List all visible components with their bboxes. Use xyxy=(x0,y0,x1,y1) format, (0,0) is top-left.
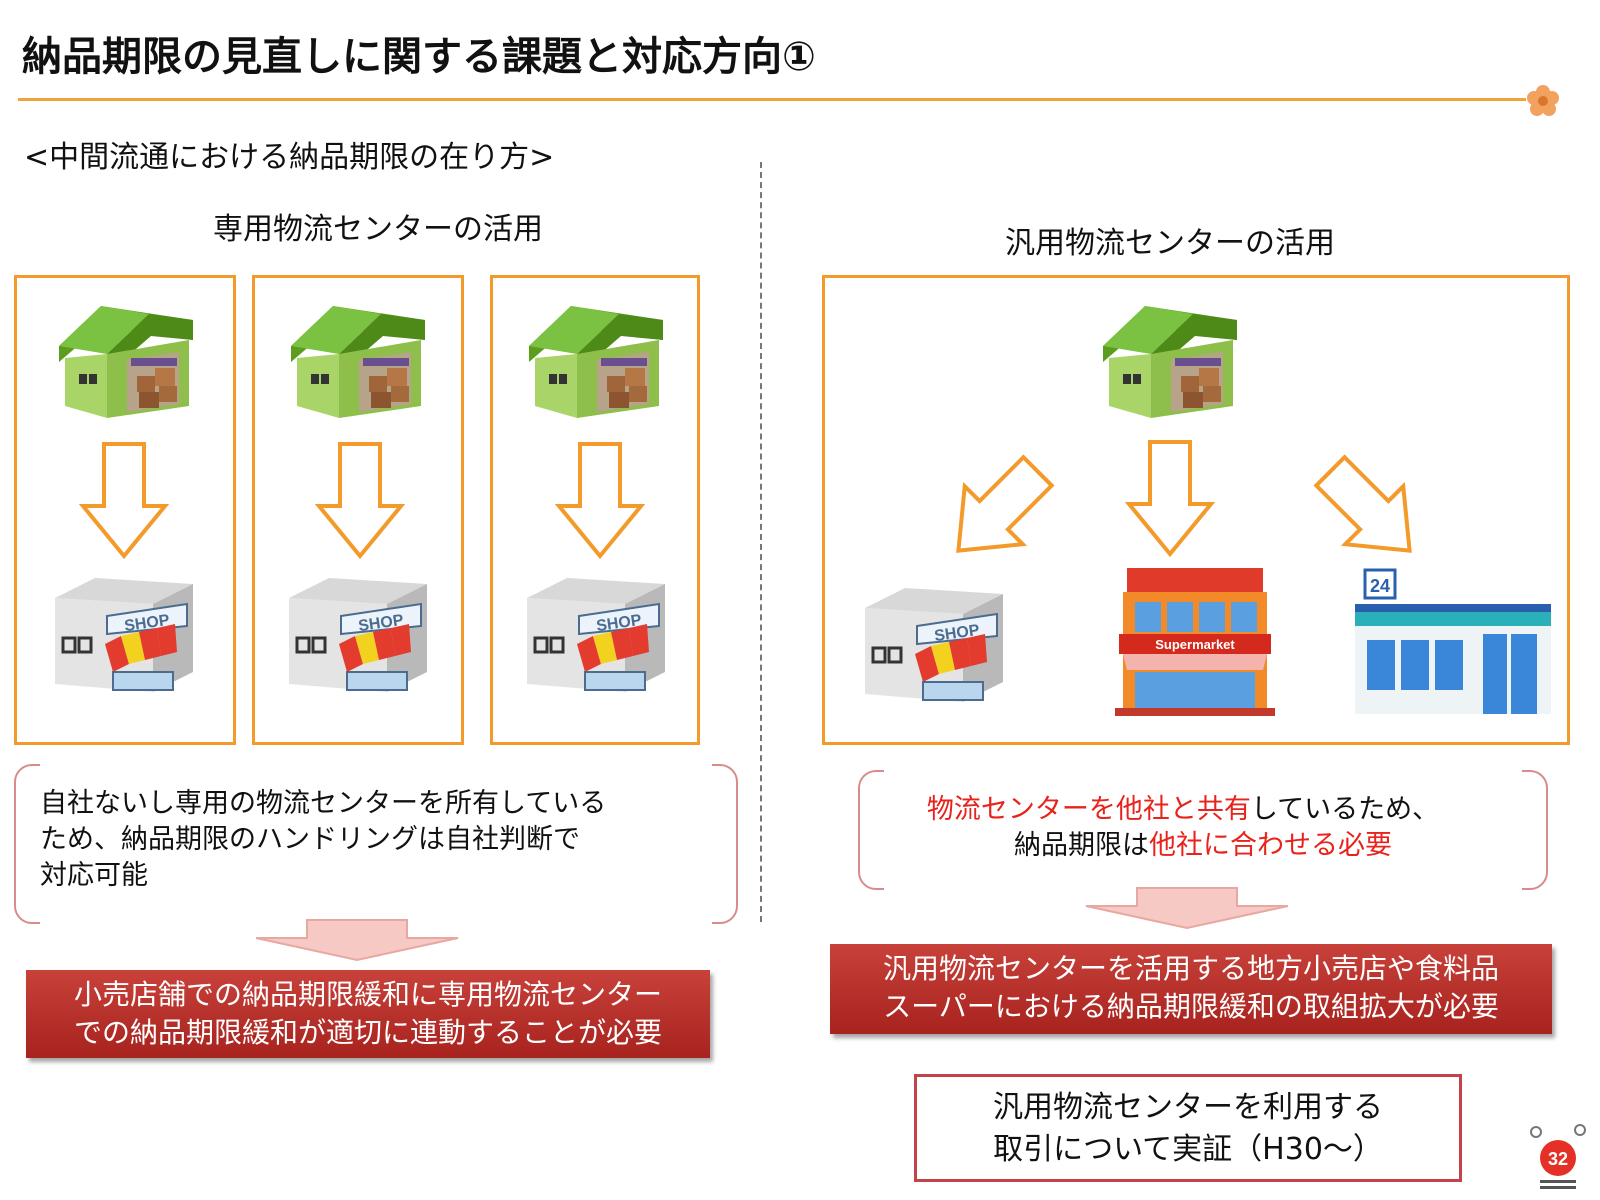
section-divider xyxy=(760,162,762,922)
page-number: 32 xyxy=(1548,1149,1568,1169)
left-note-line-2: ため、納品期限のハンドリングは自社判断で xyxy=(40,824,580,855)
warehouse-icon xyxy=(1095,296,1245,426)
shop-sign: SHOP xyxy=(933,622,981,645)
page-title: 納品期限の見直しに関する課題と対応方向① xyxy=(22,34,816,80)
down-arrow-icon xyxy=(1082,886,1292,930)
right-note-line-2: 納品期限は他社に合わせる必要 xyxy=(858,828,1548,864)
right-conclusion: 汎用物流センターを活用する地方小売店や食料品 スーパーにおける納品期限緩和の取組… xyxy=(830,944,1552,1034)
right-note-line-1: 物流センターを他社と共有しているため、 xyxy=(858,792,1548,828)
right-note-highlight-1: 物流センターを他社と共有 xyxy=(926,794,1251,825)
shop-icon: SHOP xyxy=(857,578,1007,708)
left-conclusion-line-1: 小売店舗での納品期限緩和に専用物流センター xyxy=(73,978,662,1011)
down-arrow-icon xyxy=(252,918,462,962)
arrow-down-icon xyxy=(1125,438,1215,558)
demonstration-line-1: 汎用物流センターを利用する xyxy=(993,1090,1383,1125)
flower-icon xyxy=(1527,85,1559,116)
supermarket-sign: Supermarket xyxy=(1155,637,1235,652)
warehouse-icon xyxy=(521,296,671,426)
left-heading: 専用物流センターの活用 xyxy=(213,212,543,247)
convenience-store-icon: 24 xyxy=(1355,568,1551,714)
right-conclusion-line-2: スーパーにおける納品期限緩和の取組拡大が必要 xyxy=(883,990,1499,1023)
dedicated-channel-1: SHOP xyxy=(14,275,236,745)
warehouse-icon xyxy=(51,296,201,426)
right-note-highlight-2: 他社に合わせる必要 xyxy=(1149,830,1392,861)
right-heading: 汎用物流センターの活用 xyxy=(1005,226,1335,261)
arrow-down-icon xyxy=(79,440,169,560)
left-note-line-3: 対応可能 xyxy=(40,860,148,891)
right-note-text-2: 納品期限は xyxy=(1014,830,1149,861)
shop-icon: SHOP xyxy=(281,568,431,698)
title-rule xyxy=(18,98,1526,101)
dedicated-channel-2: SHOP xyxy=(252,275,464,745)
convenience-sign: 24 xyxy=(1370,576,1390,596)
section-subtitle: <中間流通における納品期限の在り方> xyxy=(24,140,555,175)
demonstration-box: 汎用物流センターを利用する 取引について実証（H30～） xyxy=(914,1074,1462,1182)
shop-icon: SHOP xyxy=(519,568,669,698)
dedicated-channel-3: SHOP xyxy=(490,275,700,745)
shop-sign: SHOP xyxy=(123,612,171,635)
shop-icon: SHOP xyxy=(47,568,197,698)
supermarket-icon: Supermarket xyxy=(1115,568,1275,716)
arrow-down-right-icon xyxy=(1313,454,1412,553)
shared-center-box: SHOP Supermarket 24 xyxy=(822,275,1570,745)
arrow-down-icon xyxy=(315,440,405,560)
arrow-down-left-icon xyxy=(956,454,1055,553)
left-conclusion: 小売店舗での納品期限緩和に専用物流センター での納品期限緩和が適切に連動すること… xyxy=(26,970,710,1058)
right-note: 物流センターを他社と共有しているため、 納品期限は他社に合わせる必要 xyxy=(858,792,1548,864)
shop-sign: SHOP xyxy=(357,612,405,635)
left-conclusion-line-2: での納品期限緩和が適切に連動することが必要 xyxy=(73,1016,662,1049)
right-conclusion-line-1: 汎用物流センターを活用する地方小売店や食料品 xyxy=(882,952,1499,985)
demonstration-line-2: 取引について実証（H30～） xyxy=(993,1132,1383,1167)
shop-sign: SHOP xyxy=(595,612,643,635)
left-note-line-1: 自社ないし専用の物流センターを所有している xyxy=(40,788,607,819)
right-note-text-1: しているため、 xyxy=(1250,794,1440,825)
mascot-icon: 32 xyxy=(1530,1124,1586,1189)
left-note: 自社ないし専用の物流センターを所有している ため、納品期限のハンドリングは自社判… xyxy=(40,786,730,894)
warehouse-icon xyxy=(283,296,433,426)
arrow-down-icon xyxy=(555,440,645,560)
